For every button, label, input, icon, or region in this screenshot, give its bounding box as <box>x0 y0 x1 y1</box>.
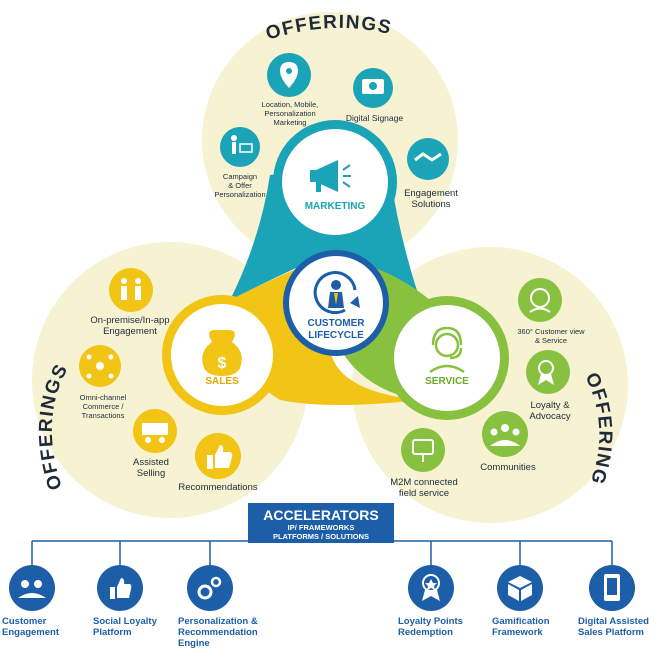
offering-label-engagement: Engagement Solutions <box>404 188 458 210</box>
loyalty-ribbon-icon[interactable] <box>526 350 570 394</box>
center-label-line2: LIFECYCLE <box>308 330 364 341</box>
m2m-device-icon[interactable] <box>401 428 445 472</box>
offering-label-assisted: Assisted Selling <box>133 457 169 479</box>
offering-label-360: 360° Customer view & Service <box>517 327 585 345</box>
offering-label-onpremise: On-premise/In-app Engagement <box>90 315 170 337</box>
accelerator-label-customer-engagement: Customer Engagement <box>2 616 60 638</box>
offering-label-m2m: M2M connected field service <box>390 477 458 499</box>
accelerator-label-gamification: Gamification Framework <box>492 616 550 638</box>
offering-label-location: Location, Mobile, Personalization Market… <box>261 100 319 127</box>
svg-text:$: $ <box>218 355 227 372</box>
badge-icon[interactable] <box>408 565 454 611</box>
headset-agent-icon <box>429 326 465 374</box>
center-label-line1: CUSTOMER <box>307 318 365 329</box>
offering-label-communities: Communities <box>480 462 536 473</box>
sales-label: SALES <box>205 376 239 387</box>
map-pin-icon[interactable] <box>267 53 311 97</box>
accelerator-connectors <box>31 540 613 565</box>
accelerator-label-digital-assisted: Digital Assisted Sales Platform <box>578 616 649 638</box>
offering-label-signage: Digital Signage <box>345 113 404 123</box>
accelerators-sub1: IP/ FRAMEWORKS <box>287 523 355 532</box>
customer-view-icon[interactable] <box>518 278 562 322</box>
assisted-selling-icon[interactable] <box>133 409 177 453</box>
offering-label-omnichannel: Omni-channel Commerce / Transactions <box>79 393 127 420</box>
cube-icon[interactable] <box>497 565 543 611</box>
thumbs-up-icon[interactable] <box>195 433 241 479</box>
network-icon[interactable] <box>79 345 121 387</box>
offering-label-campaign: Campaign & Offer Personalization <box>214 172 266 199</box>
accelerator-label-loyalty-points: Loyalty Points Redemption <box>398 616 463 638</box>
gears-icon[interactable] <box>187 565 233 611</box>
service-label: SERVICE <box>425 376 469 387</box>
customer-lifecycle-icon <box>313 271 360 315</box>
money-bag-icon: $ <box>202 330 242 376</box>
service-hub[interactable] <box>394 305 500 411</box>
marketing-label: MARKETING <box>304 201 366 212</box>
accelerators-sub2: PLATFORMS / SOLUTIONS <box>272 532 370 541</box>
offering-label-loyalty: Loyalty & Advocacy <box>529 400 571 422</box>
mobile-icon[interactable] <box>589 565 635 611</box>
communities-icon[interactable] <box>482 411 528 457</box>
accelerator-label-social-loyalty: Social Loyalty Platform <box>93 616 157 638</box>
digital-signage-icon[interactable] <box>353 68 393 108</box>
people-meeting-icon[interactable] <box>109 268 153 312</box>
accelerators-title: ACCELERATORS <box>263 507 379 523</box>
handshake-icon[interactable] <box>407 138 449 180</box>
customer-engagement-icon[interactable] <box>9 565 55 611</box>
offering-label-recommendations: Recommendations <box>178 482 258 493</box>
social-loyalty-icon[interactable] <box>97 565 143 611</box>
shopping-cart-icon[interactable] <box>220 127 260 167</box>
accelerator-label-personalization: Personalization & Recommendation Engine <box>178 616 258 649</box>
megaphone-icon <box>310 160 351 192</box>
accelerators-box: ACCELERATORS IP/ FRAMEWORKS PLATFORMS / … <box>248 503 394 543</box>
